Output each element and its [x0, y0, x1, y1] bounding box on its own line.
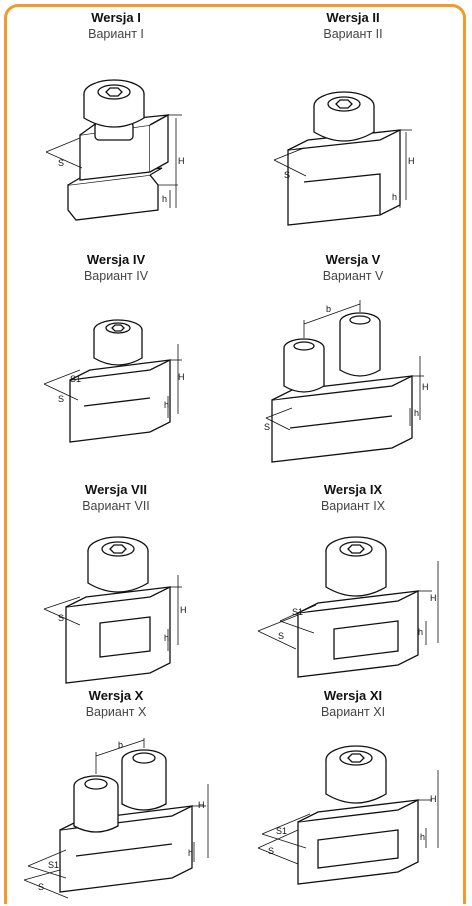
- dim-label-h: h: [420, 832, 425, 842]
- dim-label-h: h: [414, 408, 419, 418]
- drawing-variant-4: S1 S H h: [43, 319, 185, 443]
- orange-frame: [4, 4, 466, 904]
- variant-2: Wersja II Вариант II: [253, 10, 453, 42]
- dim-label-b: b: [326, 304, 331, 314]
- variant-subtitle: Вариант I: [88, 27, 144, 41]
- dim-label-b: b: [118, 740, 123, 750]
- dim-label-s: S: [278, 631, 284, 641]
- dim-label-h: h: [418, 627, 423, 637]
- dim-label-s1: S1: [292, 607, 303, 617]
- drawing-variant-10: b S1 S H h: [23, 738, 209, 899]
- variant-subtitle: Вариант V: [322, 269, 384, 283]
- dim-label-h-big: H: [422, 382, 429, 392]
- drawing-variant-2: S H h: [273, 91, 415, 226]
- variant-title: Wersja I: [91, 10, 141, 25]
- drawing-variant-11: S1 S H h: [257, 745, 439, 885]
- variant-title: Wersja IV: [86, 252, 146, 267]
- variant-3: Wersja IV Вариант IV: [16, 252, 216, 284]
- dim-label-h: h: [164, 400, 169, 410]
- dim-label-h: h: [188, 848, 193, 858]
- dim-label-s: S: [264, 422, 270, 432]
- variant-title: Wersja II: [326, 10, 380, 25]
- variant-title: Wersja XI: [323, 688, 383, 703]
- variant-4: Wersja V Вариант V: [253, 252, 453, 284]
- dim-label-s: S: [58, 394, 64, 404]
- drawing-variant-5: b S H h: [264, 300, 429, 463]
- dim-label-h-big: H: [178, 372, 185, 382]
- dim-label-s: S: [38, 882, 44, 892]
- drawing-variant-9: S1 S H h: [257, 536, 439, 678]
- dim-label-h-big: H: [430, 794, 437, 804]
- dim-label-s1: S1: [276, 826, 287, 836]
- variant-subtitle: Вариант X: [85, 705, 147, 719]
- dim-label-s1: S1: [48, 860, 59, 870]
- variant-7: Wersja X Вариант X: [16, 688, 216, 720]
- variant-subtitle: Вариант IV: [83, 269, 149, 283]
- dim-label-h: h: [164, 633, 169, 643]
- dim-label-h-big: H: [198, 800, 205, 810]
- variant-title: Wersja X: [88, 688, 144, 703]
- variant-5: Wersja VII Вариант VII: [16, 482, 216, 514]
- drawing-variant-7: S H h: [43, 536, 187, 684]
- variant-title: Wersja V: [325, 252, 381, 267]
- variant-6: Wersja IX Вариант IX: [253, 482, 453, 514]
- variant-title: Wersja VII: [85, 482, 147, 497]
- variant-subtitle: Вариант VII: [82, 499, 150, 513]
- dim-label-h-big: H: [180, 605, 187, 615]
- variant-1: Wersja I Вариант I: [16, 10, 216, 42]
- variant-subtitle: Вариант XI: [320, 705, 386, 719]
- variant-subtitle: Вариант IX: [320, 499, 386, 513]
- dim-label-h: h: [392, 192, 397, 202]
- dim-label-s: S: [58, 158, 64, 168]
- dim-label-h-big: H: [430, 593, 437, 603]
- drawing-variant-1: S H h: [45, 79, 185, 221]
- dim-label-s: S: [284, 170, 290, 180]
- dim-label-s1: S1: [70, 374, 81, 384]
- dim-label-h-big: H: [178, 156, 185, 166]
- dim-label-h: h: [162, 194, 167, 204]
- variant-8: Wersja XI Вариант XI: [253, 688, 453, 720]
- variant-title: Wersja IX: [323, 482, 383, 497]
- variant-subtitle: Вариант II: [323, 27, 383, 41]
- dim-label-h-big: H: [408, 156, 415, 166]
- dim-label-s: S: [58, 613, 64, 623]
- dim-label-s: S: [268, 846, 274, 856]
